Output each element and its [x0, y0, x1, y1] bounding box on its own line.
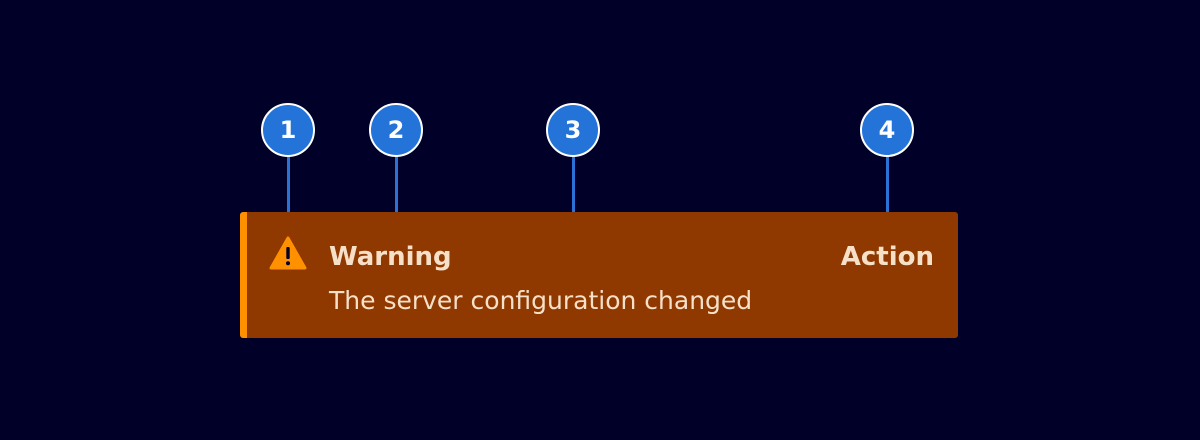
banner-message: The server configuration changed: [329, 286, 753, 315]
warning-banner: Warning The server configuration changed…: [240, 212, 958, 338]
banner-action-button[interactable]: Action: [840, 242, 934, 272]
banner-title: Warning: [329, 242, 452, 272]
callout-line-1: [287, 156, 290, 222]
callout-line-3: [572, 156, 575, 222]
callout-badge-3: 3: [546, 103, 600, 157]
callout-badge-4: 4: [860, 103, 914, 157]
callout-badge-2: 2: [369, 103, 423, 157]
warning-icon: [269, 236, 307, 270]
callout-badge-1: 1: [261, 103, 315, 157]
callout-line-4: [886, 156, 889, 222]
callout-line-2: [395, 156, 398, 222]
